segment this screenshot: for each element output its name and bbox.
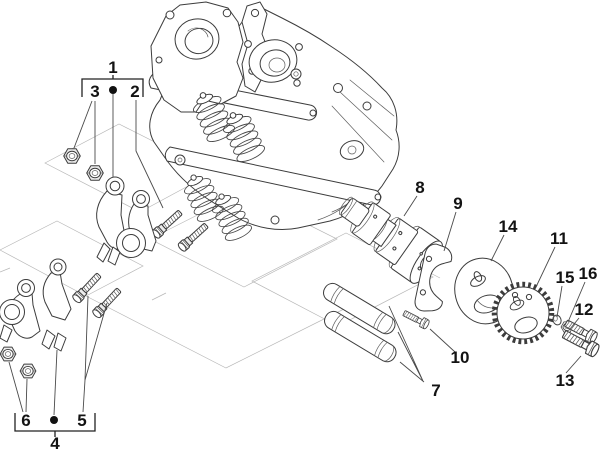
rocker-arm-assembly-upper <box>96 176 157 266</box>
flanged-screw-10 <box>401 308 431 331</box>
group-bracket-4 <box>14 413 96 437</box>
retaining-plate <box>414 243 453 312</box>
callout-11: 11 <box>550 229 568 248</box>
cylinder-head-casting <box>148 1 400 253</box>
callout-16: 16 <box>579 264 598 283</box>
callout-12: 12 <box>575 300 594 319</box>
callout-9: 9 <box>453 194 462 213</box>
timing-sprocket <box>491 281 555 345</box>
callout-5: 5 <box>77 411 86 430</box>
head-bolt-holes <box>174 68 372 225</box>
callout-2: 2 <box>130 82 139 101</box>
rocker-shaft-pins <box>319 279 400 366</box>
callout-8: 8 <box>415 178 424 197</box>
callout-3: 3 <box>90 82 99 101</box>
leader-lines <box>8 94 586 416</box>
washer <box>552 314 562 326</box>
adjuster-screws-lower <box>70 271 124 320</box>
rocker-arm-assembly-lower <box>0 258 72 352</box>
callout-15: 15 <box>556 268 575 287</box>
installed-adjuster-screws <box>150 208 211 253</box>
callout-13: 13 <box>556 371 575 390</box>
callout-1: 1 <box>108 58 117 77</box>
callout-6: 6 <box>21 411 30 430</box>
intake-port-boss <box>244 39 303 87</box>
callout-14: 14 <box>499 217 518 236</box>
group-bullet <box>109 86 117 94</box>
callout-10: 10 <box>451 348 470 367</box>
callout-7: 7 <box>431 381 440 400</box>
exhaust-gasket-flange <box>150 1 244 113</box>
lock-nuts-lower <box>0 346 37 379</box>
group-bracket-1 <box>81 75 144 97</box>
callout-labels: 1 3 2 6 5 4 7 8 9 10 11 12 13 14 15 16 <box>21 58 597 450</box>
group-bullet <box>50 416 58 424</box>
callout-4: 4 <box>50 434 60 450</box>
